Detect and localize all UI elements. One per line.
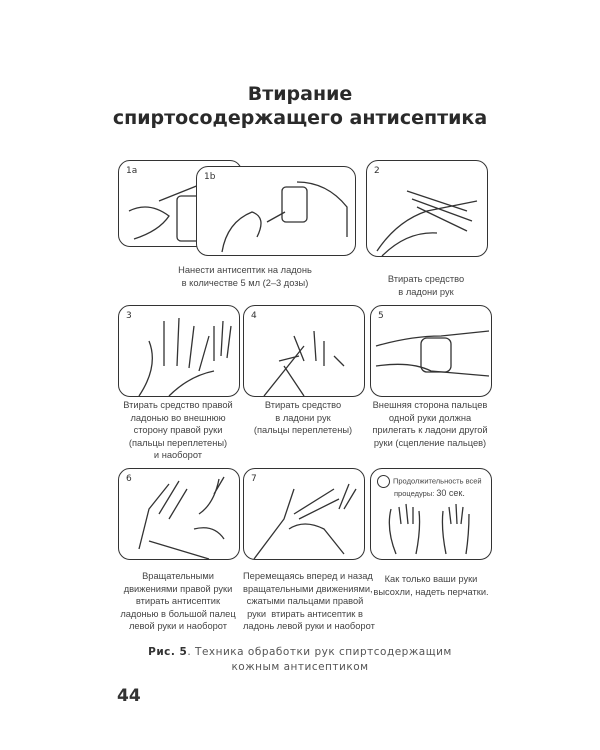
- panel-4: 4: [243, 305, 365, 397]
- panel-label: 4: [251, 311, 257, 321]
- caption-step-2: Втирать средство в ладони рук: [387, 274, 465, 297]
- figure-caption-text: . Техника обработки рук спиртсодержащим: [187, 646, 452, 658]
- caption-step-5: Внешняя сторона пальцев одной руки должн…: [372, 400, 488, 448]
- hand-bottle-illustration: [221, 181, 348, 253]
- panel-5: 5: [370, 305, 492, 397]
- figure-label: Рис. 5: [148, 646, 188, 658]
- timer-label-2: процедуры:: [394, 489, 435, 498]
- figure-caption: Рис. 5. Техника обработки рук спиртсодер…: [0, 645, 600, 659]
- panel-label: 7: [251, 474, 257, 484]
- caption-step-6: Вращательными движениями правой руки вти…: [120, 571, 236, 631]
- figure-caption-line-2: кожным антисептиком: [231, 661, 369, 673]
- panel-1b: 1b: [196, 166, 356, 256]
- timer-label: Продолжительность всей: [393, 476, 482, 486]
- title-line-2: спиртосодержащего антисептика: [112, 107, 488, 129]
- clock-icon: [377, 475, 390, 488]
- caption-step-7: Перемещаясь вперед и назад вращательными…: [243, 571, 375, 631]
- panel-label: 1a: [126, 166, 138, 176]
- page-number: 44: [117, 686, 141, 706]
- timer-value: 30 сек.: [436, 488, 465, 498]
- caption-step-8: Как только ваши руки высохли, надеть пер…: [373, 574, 489, 597]
- panel-3: 3: [118, 305, 240, 397]
- panel-8: Продолжительность всей процедуры: 30 сек…: [370, 468, 492, 560]
- panel-7: 7: [243, 468, 365, 560]
- thumb-rotation-illustration: [138, 476, 225, 559]
- caption-step-1: Нанести антисептик на ладонь в количеств…: [178, 265, 312, 288]
- timer-note: Продолжительность всей процедуры: 30 сек…: [377, 475, 482, 499]
- dry-hands-illustration: [388, 503, 470, 555]
- panel-label: 6: [126, 474, 132, 484]
- interlocked-fingers-illustration: [375, 330, 490, 377]
- interlaced-fingers-illustration: [263, 330, 345, 396]
- panel-label: 5: [378, 311, 384, 321]
- panel-label: 3: [126, 311, 132, 321]
- panel-2: 2: [366, 160, 488, 257]
- panel-6: 6: [118, 468, 240, 560]
- back-of-hand-illustration: [138, 317, 232, 396]
- fingertips-palm-illustration: [253, 483, 357, 559]
- title-line-1: Втирание: [247, 83, 353, 105]
- panel-label: 2: [374, 166, 380, 176]
- panel-label: 1b: [204, 172, 216, 182]
- palms-rubbing-illustration: [376, 190, 478, 256]
- caption-step-4: Втирать средство в ладони рук (пальцы пе…: [253, 400, 353, 435]
- caption-step-3: Втирать средство правой ладонью во внешн…: [123, 400, 233, 460]
